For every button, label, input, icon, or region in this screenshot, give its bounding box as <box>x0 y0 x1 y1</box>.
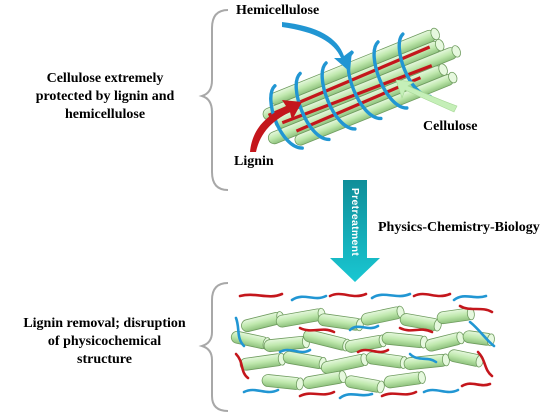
lignin-fragment <box>460 382 492 388</box>
hemicellulose-fragment <box>468 320 496 348</box>
cellulose-fragment <box>381 331 428 349</box>
hemicellulose-arrow <box>282 22 352 72</box>
top-description-line-3: hemicellulose <box>64 107 146 122</box>
lignin-fragment <box>476 350 494 378</box>
cellulose-fragment <box>383 371 426 389</box>
lignin-fragment <box>398 326 434 334</box>
cellulose-fragment-end <box>417 371 426 384</box>
lignin-label: Lignin <box>234 154 274 169</box>
hemicellulose-fragment <box>452 294 488 302</box>
cellulose-bundle <box>262 27 461 150</box>
hemicellulose-fragment <box>242 388 280 394</box>
bottom-description-line-3: structure <box>77 352 132 367</box>
top-brace <box>198 9 229 191</box>
cellulose-arrow <box>395 79 458 113</box>
bottom-description-line-1: Lignin removal; disruption <box>23 316 186 331</box>
cellulose-fragment <box>261 374 304 391</box>
cellulose-fragment <box>239 352 286 371</box>
cellulose-fragment <box>344 375 385 394</box>
pretreatment-label: Pretreatment <box>349 188 361 257</box>
cellulose-fragment <box>360 305 405 326</box>
hemicellulose-fragment <box>422 388 460 394</box>
fiber-end <box>438 63 448 76</box>
lignin-fragment <box>298 390 336 398</box>
hemicellulose-fragment <box>408 352 438 364</box>
cellulose-fragment-body <box>381 331 427 349</box>
hemicellulose-fragment <box>348 324 380 332</box>
lignin-fragment <box>458 304 494 314</box>
hemicellulose-label: Hemicellulose <box>236 3 320 18</box>
fiber-end <box>451 45 461 58</box>
lignin-fragment <box>234 352 250 380</box>
cellulose-fragment-body <box>239 353 285 371</box>
cellulose-fragment <box>282 350 327 370</box>
fiber-end <box>434 38 445 52</box>
cellulose-fragment-end <box>338 370 347 384</box>
hemicellulose-fragment <box>278 348 312 354</box>
cellulose-fragment <box>320 353 369 374</box>
lignin-fragment <box>356 348 390 354</box>
lignin-fragment <box>298 326 336 334</box>
top-description-line-1: Cellulose extremely <box>46 71 164 86</box>
fiber-end <box>448 71 458 84</box>
lignin-fragment <box>328 292 368 298</box>
cellulose-fragment-body <box>403 353 449 371</box>
cellulose-fragment <box>303 329 351 352</box>
lignin-arrow <box>250 100 302 152</box>
pretreatment-arrow[interactable]: Pretreatment <box>330 180 380 282</box>
pretreatment-methods-label: Physics-Chemistry-Biology <box>378 220 540 235</box>
cellulose-fragment <box>302 370 347 390</box>
cellulose-fragment-body <box>424 332 464 352</box>
disrupted-structure <box>230 292 496 400</box>
cellulose-fragment-body <box>275 308 325 328</box>
cellulose-fragment <box>317 313 364 332</box>
lignin-fragment <box>380 390 418 398</box>
lignin-fragment <box>412 292 452 298</box>
bottom-description-line-2: of physicochemical <box>47 334 162 349</box>
cellulose-fragment-body <box>317 313 363 331</box>
hemicellulose-fragment <box>234 316 246 348</box>
cellulose-fragment <box>436 307 475 325</box>
hemicellulose-fragment <box>370 292 412 300</box>
cellulose-fragment <box>424 331 465 352</box>
top-description-line-2: protected by lignin and <box>35 89 175 104</box>
cellulose-fragment <box>365 351 408 369</box>
hemicellulose-fragment <box>290 294 328 302</box>
cellulose-fragment-end <box>376 380 385 394</box>
top-description: Cellulose extremely protected by lignin … <box>10 70 200 124</box>
cellulose-label: Cellulose <box>423 119 478 134</box>
bottom-brace <box>198 282 229 412</box>
lignin-fragment <box>238 292 284 298</box>
cellulose-fragment-body <box>344 375 384 393</box>
cellulose-fragment-body <box>261 374 303 390</box>
hemicellulose-fragment <box>338 392 374 400</box>
bottom-description: Lignin removal; disruption of physicoche… <box>2 315 207 369</box>
